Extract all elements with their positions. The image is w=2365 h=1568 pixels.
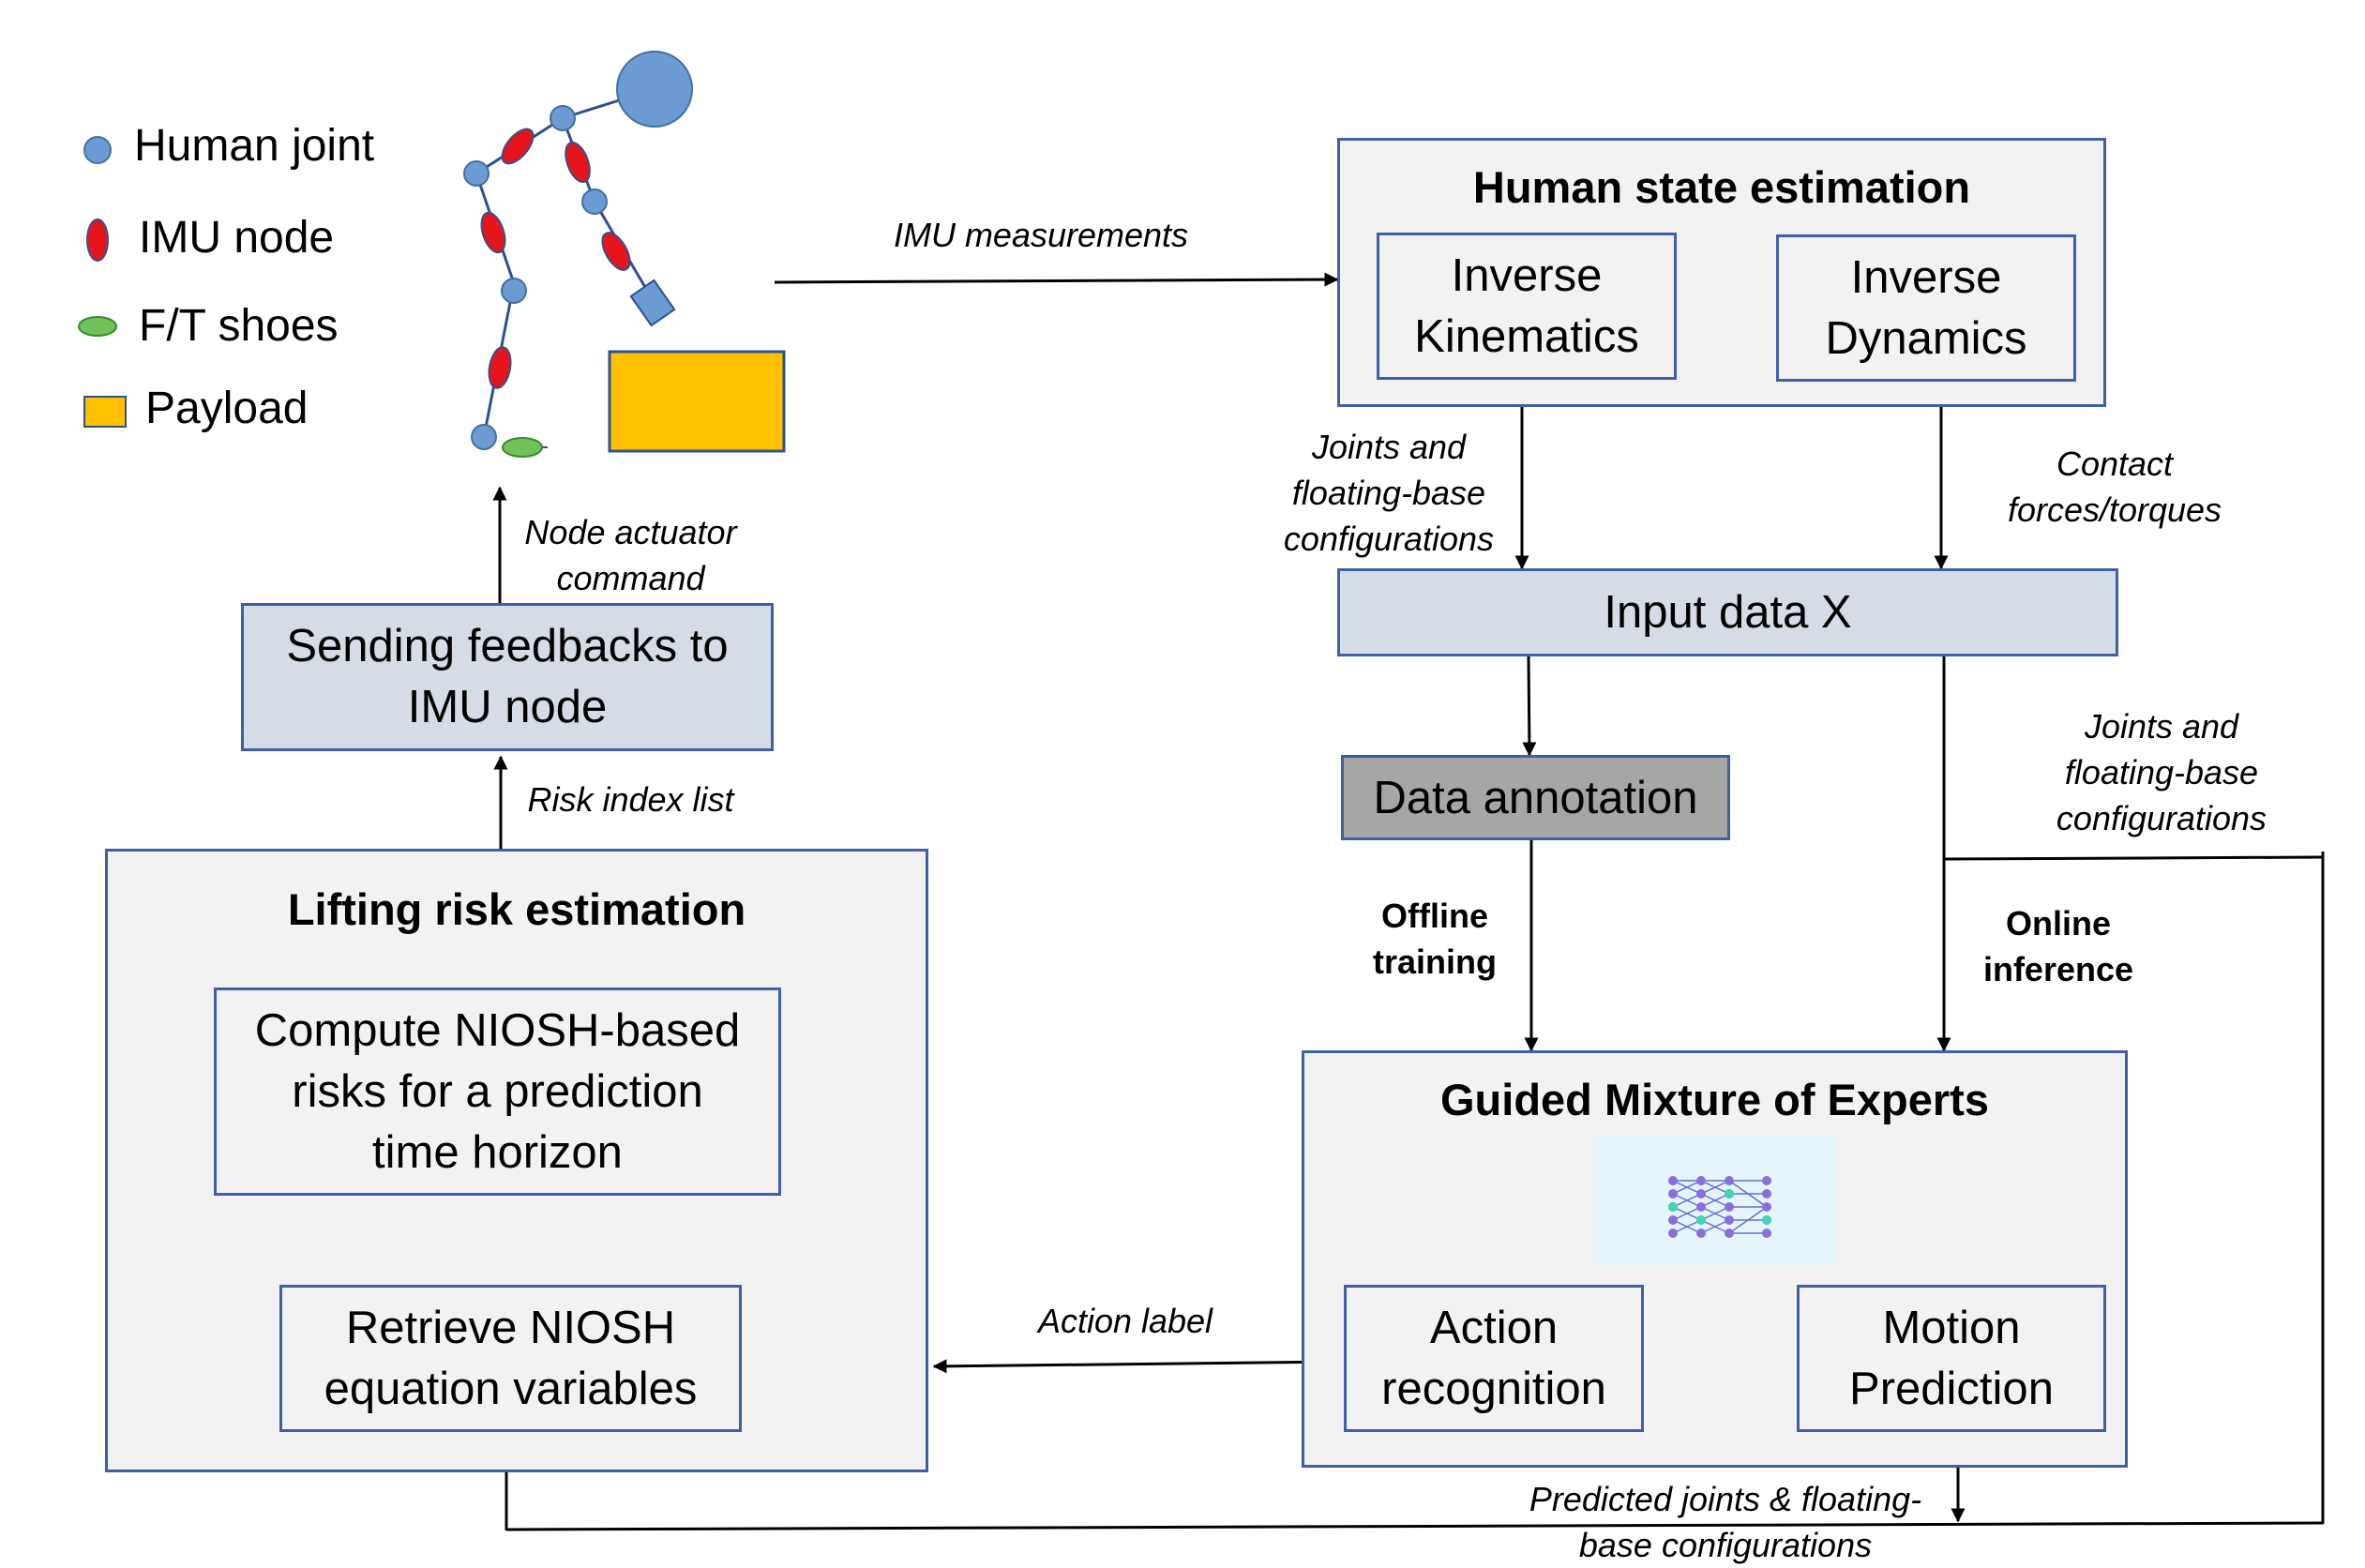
inverse-dynamics-box: Inverse Dynamics (1776, 234, 2076, 382)
input-data-box: Input data X (1337, 568, 2118, 656)
legend-payload: Payload (145, 384, 309, 433)
arrow-action-label (932, 1359, 1345, 1374)
head (616, 51, 693, 128)
action-recognition-box: Action recognition (1344, 1285, 1644, 1432)
compute-niosh-box: Compute NIOSH-based risks for a predicti… (214, 988, 781, 1196)
legend-imu-node: IMU node (139, 213, 335, 263)
inverse-kinematics-box: Inverse Kinematics (1377, 233, 1677, 380)
imu-thigh (480, 211, 506, 254)
hand (629, 279, 676, 327)
arrow-imu-measurements (774, 272, 1339, 287)
legend-human-joint: Human joint (134, 121, 375, 171)
label-contact-forces: Contact forces/torques (2007, 445, 2222, 529)
label-offline-training: Offline training (1373, 897, 1497, 981)
feedback-box: Sending feedbacks to IMU node (241, 603, 774, 751)
line-bottom-return (505, 1521, 2324, 1531)
label-online-inference: Online inference (1982, 904, 2134, 988)
human-figure (463, 51, 786, 458)
data-annotation-box: Data annotation (1341, 755, 1730, 840)
lifting-risk-title: Lifting risk estimation (287, 884, 746, 934)
legend-shoe-icon (78, 316, 117, 337)
label-joints-fb-left: Joints and floating-base configurations (1283, 428, 1495, 558)
label-node-actuator-command: Node actuator command (524, 513, 737, 597)
gmoe-title: Guided Mixture of Experts (1440, 1075, 1989, 1124)
imu-chest (501, 128, 535, 165)
label-imu-measurements: IMU measurements (893, 216, 1189, 254)
legend-imu-icon (86, 219, 109, 262)
imu-forearm (601, 232, 631, 271)
neural-network-icon (1668, 1176, 1771, 1238)
label-predicted-joints: Predicted joints & floating- base config… (1529, 1480, 1922, 1564)
human-state-title: Human state estimation (1472, 162, 1971, 212)
joint-shoulder (550, 105, 576, 131)
label-action-label: Action label (1037, 1302, 1213, 1340)
joint-ankle (471, 424, 497, 450)
legend-joint-icon (83, 136, 112, 164)
line-branch-to-right (1943, 855, 2324, 861)
imu-upper-arm (565, 141, 591, 184)
payload-box (608, 350, 786, 453)
motion-prediction-box: Motion Prediction (1797, 1285, 2106, 1432)
retrieve-niosh-box: Retrieve NIOSH equation variables (279, 1285, 742, 1432)
imu-shank (488, 346, 512, 389)
joint-hip (463, 160, 490, 187)
label-risk-index-list: Risk index list (527, 780, 734, 819)
label-joints-fb-right: Joints and floating-base configurations (2056, 707, 2267, 837)
joint-knee (501, 278, 527, 304)
joint-elbow (581, 188, 608, 215)
legend-payload-icon (83, 396, 127, 428)
legend-ft-shoes: F/T shoes (139, 301, 339, 351)
